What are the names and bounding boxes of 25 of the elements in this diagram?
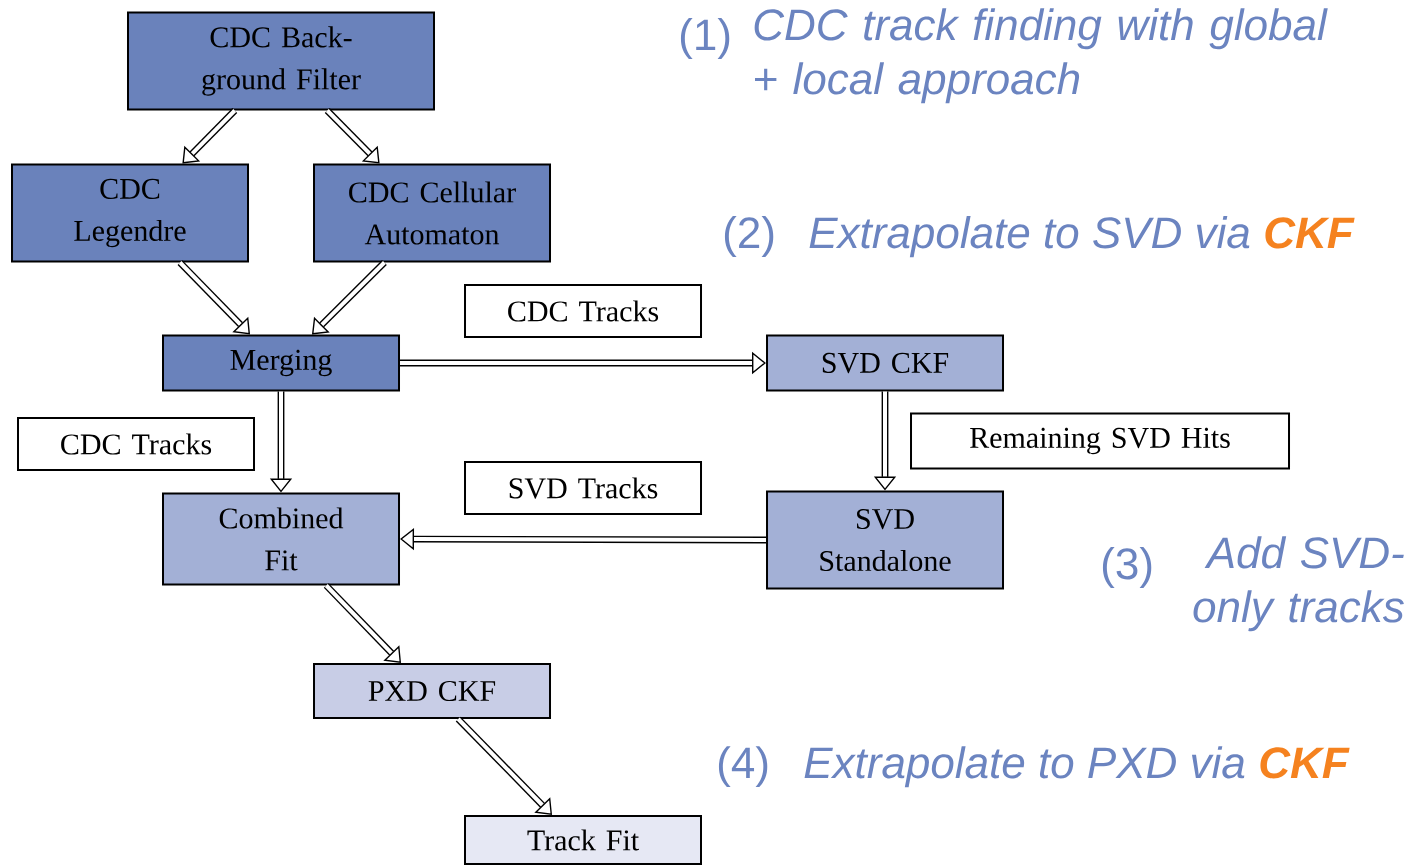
process-box: SVD Standalone — [766, 490, 1004, 590]
annotation-text: Extrapolate to PXD via — [804, 746, 1245, 788]
process-box: Combined Fit — [162, 492, 400, 586]
process-box: CDC Cellular Automaton — [313, 163, 551, 263]
process-box: Merging — [162, 334, 400, 392]
data-box: CDC Tracks — [464, 284, 702, 338]
step-number: (2) — [724, 216, 774, 258]
data-box: SVD Tracks — [464, 461, 702, 515]
process-box: PXD CKF — [313, 663, 551, 719]
data-box: Remaining SVD Hits — [910, 412, 1290, 470]
process-box: Track Fit — [464, 815, 702, 865]
highlight-text: CKF — [1265, 217, 1355, 249]
step-number: (1) — [680, 18, 730, 60]
process-box: CDC Legendre — [11, 163, 249, 263]
arrow — [182, 108, 238, 164]
process-box: CDC Back- ground Filter — [127, 11, 435, 111]
step-number: (4) — [718, 746, 768, 788]
annotation-text: Extrapolate to SVD via — [809, 216, 1250, 258]
annotation-text: CDC track finding with global + local approach — [754, 8, 1328, 104]
process-box: SVD CKF — [766, 334, 1004, 392]
highlight-text: CKF — [1260, 747, 1350, 779]
data-box: CDC Tracks — [17, 417, 255, 471]
step-number: (3) — [1102, 547, 1152, 589]
annotation-text: Add SVD- only tracks — [1193, 536, 1404, 632]
arrow — [324, 108, 380, 164]
